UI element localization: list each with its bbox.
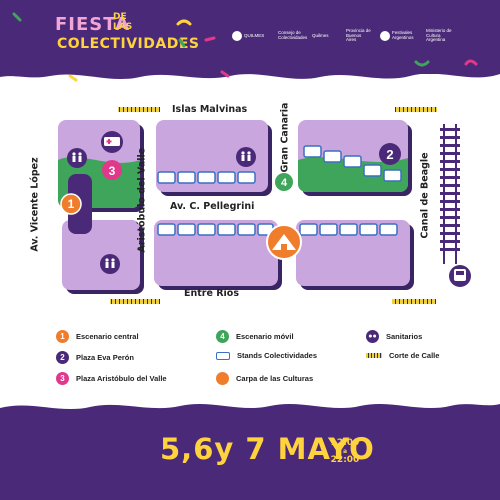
marker-3: 3 bbox=[102, 160, 122, 180]
partner-logos: QUILMES Consejo de Colectividades Quilme… bbox=[232, 26, 472, 46]
stands-row-top-middle bbox=[157, 171, 256, 184]
legend-stands: Stands Colectividades bbox=[216, 351, 317, 360]
festivales-logo: Festivales Argentinos bbox=[380, 30, 418, 41]
logo-las: LAS bbox=[113, 22, 133, 32]
ministerio-logo: Ministerio de Cultura Argentina bbox=[426, 27, 452, 43]
svg-text:4: 4 bbox=[281, 177, 288, 189]
legend-num-2: 2 bbox=[56, 351, 69, 364]
consejo-logo: Consejo de Colectividades bbox=[278, 30, 308, 40]
carpa-de-las-culturas bbox=[266, 224, 302, 260]
footer-band bbox=[0, 410, 500, 500]
quilmes-municipio-logo: Quilmes bbox=[312, 32, 329, 38]
event-date: 5,6y 7 MAYO bbox=[160, 432, 375, 466]
restroom-icon: ●● bbox=[366, 330, 379, 343]
ambulance-icon bbox=[101, 131, 123, 153]
hour-separator: a bbox=[342, 448, 348, 455]
stands-row-bottom-right bbox=[299, 223, 398, 236]
street-vicente-lopez: Av. Vicente López bbox=[29, 157, 41, 252]
legend-escenario-central: 1 Escenario central bbox=[56, 330, 139, 343]
marker-1: 1 bbox=[60, 193, 82, 215]
street-islas-malvinas: Islas Malvinas bbox=[172, 104, 248, 115]
legend-plaza-eva-peron: 2 Plaza Eva Perón bbox=[56, 351, 134, 364]
map-legend: 1 Escenario central 2 Plaza Eva Perón 3 … bbox=[56, 327, 456, 397]
event-hours: 12:00 a 22:00 bbox=[330, 439, 360, 465]
tent-icon bbox=[216, 372, 229, 385]
marker-2: 2 bbox=[379, 143, 401, 165]
logo-de: DE bbox=[113, 12, 127, 22]
svg-text:2: 2 bbox=[386, 147, 393, 162]
railway-track bbox=[440, 124, 460, 264]
legend-sanitarios: ●● Sanitarios bbox=[366, 330, 422, 343]
svg-text:1: 1 bbox=[68, 197, 75, 211]
corte-markers bbox=[110, 107, 437, 304]
block-bottom-middle bbox=[154, 220, 282, 290]
header-wave bbox=[0, 64, 500, 80]
street-pellegrini: Av. C. Pellegrini bbox=[170, 201, 255, 212]
svg-text:3: 3 bbox=[109, 164, 116, 178]
street-entre-rios: Entre Ríos bbox=[184, 288, 239, 299]
street-aristobulo-del-valle: Aristóbulo del Valle bbox=[136, 147, 148, 253]
hour-start: 12:00 bbox=[330, 438, 360, 448]
sanitarios-icons bbox=[67, 147, 256, 274]
legend-escenario-movil: 4 Escenario móvil bbox=[216, 330, 294, 343]
hour-end: 22:00 bbox=[330, 455, 360, 465]
provincia-logo: Provincia de Buenos Aires bbox=[346, 27, 371, 43]
legend-num-1: 1 bbox=[56, 330, 69, 343]
logo-fiesta: FIESTA bbox=[55, 14, 131, 35]
street-canal-de-beagle: Canal de Beagle bbox=[419, 152, 431, 239]
quilmes-logo: QUILMES bbox=[232, 31, 270, 41]
festivales-mark-icon bbox=[380, 31, 390, 41]
legend-plaza-aristobulo: 3 Plaza Aristóbulo del Valle bbox=[56, 372, 167, 385]
street-closure-icon bbox=[366, 353, 382, 358]
quilmes-mark-icon bbox=[232, 31, 242, 41]
stands-row-bottom-middle bbox=[157, 223, 274, 236]
train-icon bbox=[449, 265, 471, 287]
marker-4: 4 bbox=[275, 173, 293, 191]
legend-num-3: 3 bbox=[56, 372, 69, 385]
legend-carpa: Carpa de las Culturas bbox=[216, 372, 313, 385]
block-bottom-right bbox=[296, 220, 414, 290]
stands-row-eva-peron bbox=[303, 145, 402, 182]
legend-corte: Corte de Calle bbox=[366, 351, 439, 360]
event-logo: FIESTA DE LAS COLECTIVIDADES bbox=[55, 12, 199, 64]
stand-icon bbox=[216, 351, 230, 360]
logo-colectividades: COLECTIVIDADES bbox=[57, 36, 200, 52]
legend-num-4: 4 bbox=[216, 330, 229, 343]
street-gran-canaria: Gran Canaria bbox=[279, 102, 291, 173]
